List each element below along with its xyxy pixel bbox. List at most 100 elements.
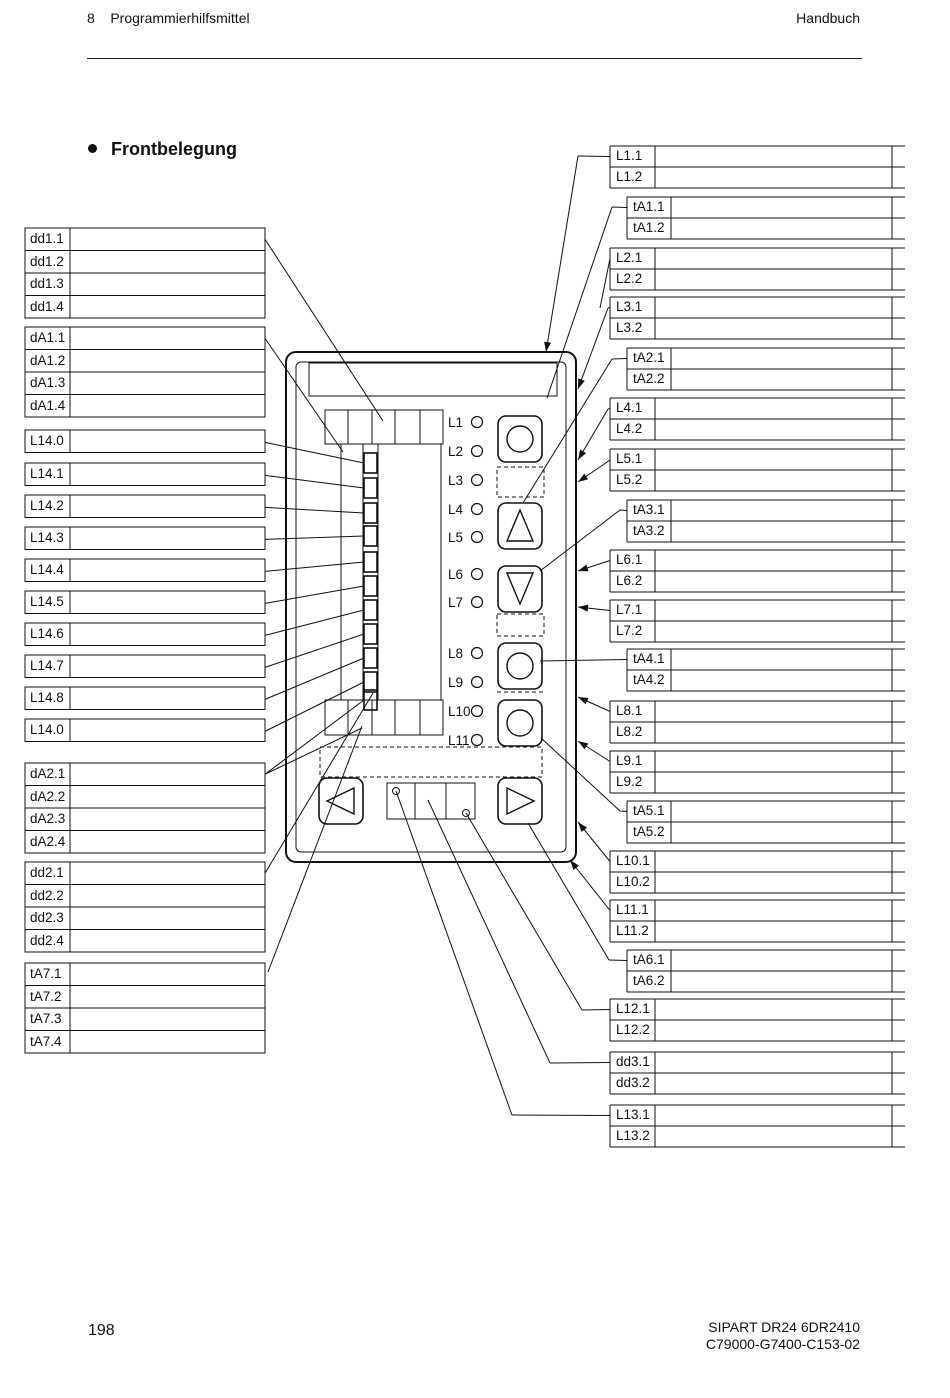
left-label: tA7.4 — [30, 1033, 62, 1049]
left-label: L14.6 — [30, 626, 64, 641]
connector-line — [427, 799, 551, 1064]
right-label: L8.1 — [616, 703, 643, 718]
right-label: tA6.2 — [633, 973, 665, 988]
main-display — [377, 443, 442, 701]
connector-line — [619, 810, 628, 812]
right-label: tA3.2 — [633, 523, 665, 538]
left-label: L14.5 — [30, 594, 64, 609]
circle-icon — [506, 709, 534, 737]
bargraph-segment — [363, 551, 378, 573]
arrow-head-icon — [578, 697, 589, 705]
connector-line — [577, 155, 611, 157]
left-label: dA2.4 — [30, 833, 66, 849]
digit-row-bottom — [324, 699, 444, 736]
right-label: tA4.2 — [633, 672, 665, 687]
arrow-head-icon — [570, 860, 579, 871]
triangle-up-icon — [505, 508, 535, 542]
connector-line — [611, 206, 628, 208]
header-rule — [87, 58, 862, 59]
connector-line — [264, 506, 365, 514]
right-label: L4.1 — [616, 400, 643, 415]
button-top-circle — [497, 415, 543, 463]
connector-line — [511, 1114, 611, 1116]
header-manual: Handbuch — [796, 10, 860, 26]
left-label: L14.0 — [30, 722, 64, 737]
header-chapter: 8 Programmierhilfsmittel — [87, 10, 250, 26]
led-label: L1 — [448, 415, 463, 430]
connector-line — [619, 509, 628, 511]
arrow-head-icon — [578, 564, 589, 572]
connector-line — [546, 206, 613, 399]
right-label: tA1.2 — [633, 220, 665, 235]
connector-line — [545, 155, 579, 353]
bargraph-segment — [363, 671, 378, 693]
led-label: L8 — [448, 646, 463, 661]
left-label: dA2.2 — [30, 788, 66, 804]
footer-product: SIPART DR24 6DR2410 — [708, 1319, 860, 1335]
left-label-box — [24, 622, 266, 646]
left-label: dA1.4 — [30, 397, 66, 413]
right-label: L5.1 — [616, 451, 643, 466]
dashed-area — [319, 746, 543, 778]
left-label: tA7.1 — [30, 966, 62, 981]
right-label: L7.2 — [616, 623, 643, 638]
right-label: L12.1 — [616, 1001, 650, 1016]
bottom-display — [386, 782, 476, 820]
led-icon — [470, 415, 484, 429]
right-label: L4.2 — [616, 421, 643, 436]
connector-line — [607, 408, 611, 410]
connector-line — [264, 609, 365, 636]
bargraph-segment — [363, 575, 378, 597]
button-down — [497, 565, 543, 613]
left-label: L14.4 — [30, 562, 64, 577]
connector-line — [264, 535, 365, 540]
connector-line — [611, 358, 628, 360]
section-title: Frontbelegung — [111, 139, 237, 159]
top-display-window — [308, 362, 558, 397]
led-label: L10 — [448, 704, 471, 719]
bargraph-column — [340, 443, 364, 701]
led-icon — [470, 444, 484, 458]
left-label: L14.0 — [30, 433, 64, 448]
bargraph-segment — [363, 623, 378, 645]
connector-line — [608, 959, 628, 961]
bargraph-segment — [363, 647, 378, 669]
left-label: dA1.1 — [30, 330, 66, 345]
left-label: dA1.3 — [30, 375, 66, 390]
connector-line — [607, 307, 611, 309]
left-label-box — [24, 462, 266, 486]
arrow-head-icon — [578, 741, 589, 750]
connector-line — [522, 358, 613, 504]
bargraph-segment — [363, 502, 378, 524]
right-label: tA1.1 — [633, 199, 665, 214]
led-label: L4 — [448, 502, 464, 517]
connector-line — [264, 561, 365, 572]
left-label: tA7.2 — [30, 988, 62, 1004]
right-label: L6.2 — [616, 573, 643, 588]
connector-line — [264, 727, 363, 775]
connector-line — [395, 790, 513, 1116]
connector-line — [465, 812, 583, 1011]
connector-line — [264, 238, 384, 422]
right-label: tA6.1 — [633, 952, 665, 967]
connector-line — [264, 699, 365, 775]
dashed-key-slot — [496, 466, 545, 498]
led-label: L2 — [448, 444, 463, 459]
connector-line — [267, 725, 363, 973]
button-left — [318, 777, 364, 825]
connector-line — [264, 441, 365, 464]
led-label: L3 — [448, 473, 463, 488]
right-label: L3.1 — [616, 299, 643, 314]
right-label: L9.1 — [616, 753, 643, 768]
right-label: tA2.1 — [633, 350, 665, 365]
right-label: tA2.2 — [633, 371, 665, 386]
left-label: dd2.1 — [30, 865, 64, 880]
left-label: dd2.4 — [30, 932, 64, 948]
connector-line — [264, 474, 365, 489]
connector-line — [549, 1062, 611, 1064]
button-right — [497, 777, 543, 825]
left-label-box — [24, 686, 266, 710]
right-label: L2.1 — [616, 250, 643, 265]
device-inner-frame — [295, 361, 567, 853]
button-lower-circle — [497, 699, 543, 747]
